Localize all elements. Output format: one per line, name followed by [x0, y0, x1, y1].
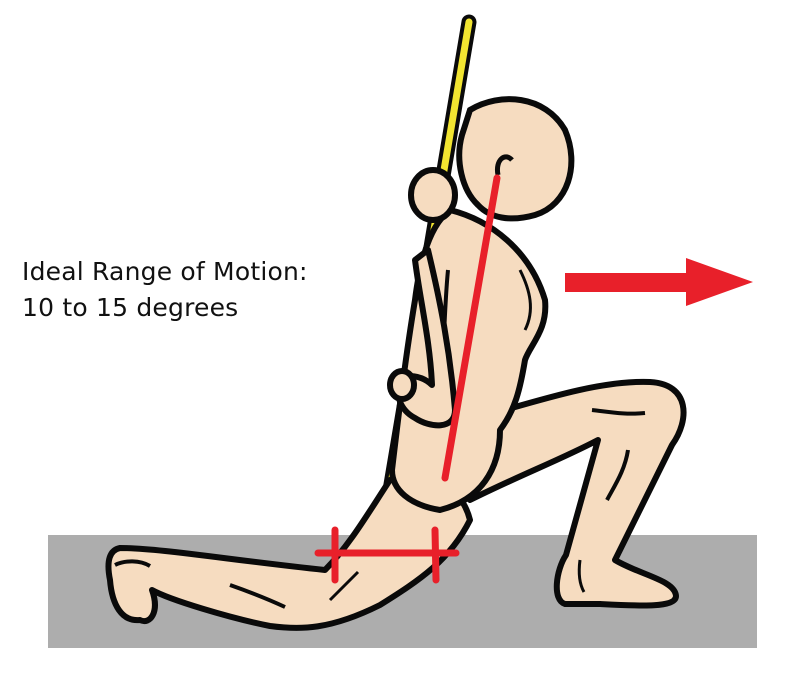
upper-hand: [408, 167, 458, 223]
pelvis-measure-marker: [314, 526, 460, 584]
head: [456, 96, 575, 222]
back-leg: [105, 473, 473, 631]
annotation-title: Ideal Range of Motion:: [22, 257, 308, 286]
spine-alignment-line: [441, 174, 501, 482]
range-of-motion-annotation: Ideal Range of Motion: 10 to 15 degrees: [22, 254, 308, 326]
arrow-right-icon: [565, 258, 753, 306]
arm: [387, 247, 458, 429]
front-leg: [467, 378, 687, 609]
annotation-value: 10 to 15 degrees: [22, 293, 239, 322]
